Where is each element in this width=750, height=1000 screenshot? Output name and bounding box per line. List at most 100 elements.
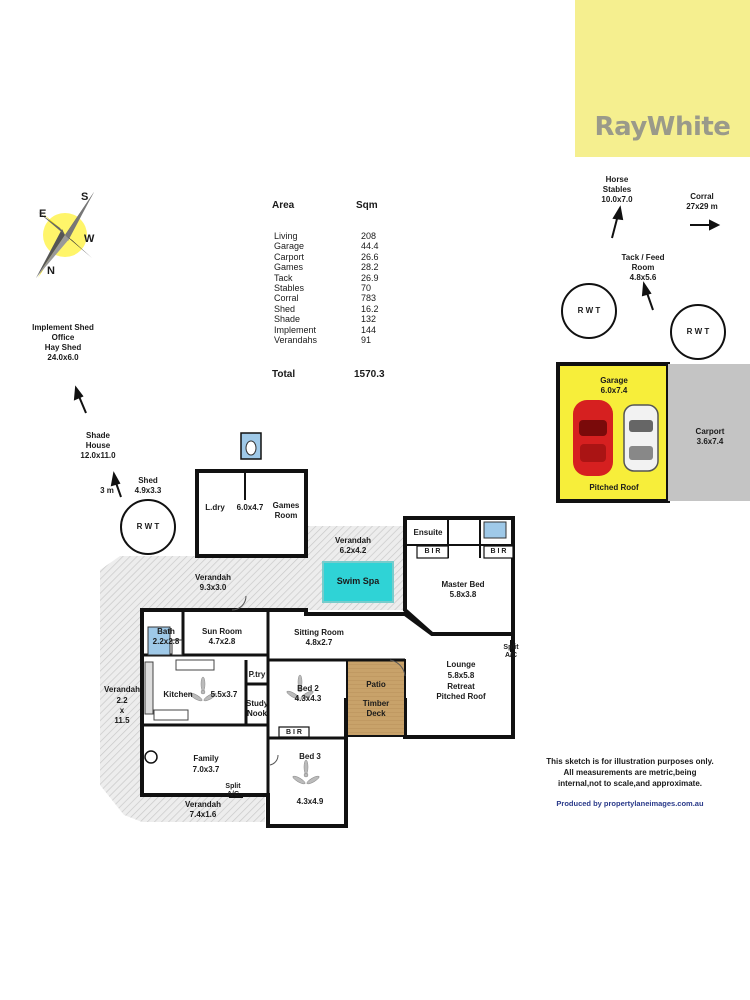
area-row-name: Stables bbox=[274, 283, 305, 293]
area-row-name: Living bbox=[274, 231, 298, 241]
total-label: Total bbox=[272, 369, 296, 380]
verandah-side-size: 2.2 x 11.5 bbox=[114, 696, 130, 725]
family-size: 7.0x3.7 bbox=[192, 765, 220, 774]
area-table-row: Shade 132 bbox=[268, 314, 408, 324]
tack-room-size: 4.8x5.6 bbox=[629, 273, 657, 282]
area-row-name: Garage bbox=[274, 241, 305, 252]
area-row-name: Corral bbox=[274, 293, 299, 304]
shade-house-size: 12.0x11.0 bbox=[80, 451, 116, 460]
area-row-value: 783 bbox=[361, 293, 377, 304]
raywhite-logo: RayWhite bbox=[594, 112, 731, 142]
credit-text: Produced by propertylaneimages.com.au bbox=[556, 799, 704, 808]
brand-block: RayWhite bbox=[575, 0, 750, 157]
swim-spa bbox=[322, 561, 394, 603]
area-table-row: Stables 70 bbox=[268, 283, 408, 293]
rwt-tank-1 bbox=[561, 283, 617, 339]
verandah-side-label: Verandah bbox=[103, 685, 140, 694]
compass-e: E bbox=[39, 208, 47, 220]
verandah-top-label: Verandah bbox=[334, 536, 371, 545]
corral-size: 27x29 m bbox=[686, 202, 718, 211]
bed3-label: Bed 3 bbox=[299, 752, 321, 761]
area-table-row: Tack 26.9 bbox=[268, 273, 408, 283]
timber-deck-label: Timber Deck bbox=[362, 699, 390, 718]
area-table-row: Games 28.2 bbox=[268, 262, 408, 272]
area-row-value: 144 bbox=[361, 324, 377, 335]
area-row-name: Shade bbox=[274, 314, 301, 325]
patio-label: Patio bbox=[366, 680, 386, 689]
area-header-label: Area bbox=[272, 200, 295, 211]
verandah-top-size: 6.2x4.2 bbox=[339, 546, 367, 555]
bed2-size: 4.3x4.3 bbox=[294, 694, 322, 703]
split-ac-label-family: Split A/C bbox=[225, 783, 241, 798]
lounge-size: 5.8x5.8 bbox=[447, 671, 475, 680]
lounge-extra: Retreat Pitched Roof bbox=[436, 682, 486, 701]
garage-roof: Pitched Roof bbox=[589, 483, 639, 492]
area-row-value: 132 bbox=[361, 314, 377, 325]
area-row-value: 28.2 bbox=[361, 262, 379, 273]
area-row-value: 26.6 bbox=[361, 251, 379, 262]
direction-arrows bbox=[73, 205, 721, 498]
verandah-bottom-size: 7.4x1.6 bbox=[189, 810, 217, 819]
pantry-label: P.try bbox=[248, 670, 266, 679]
shed-label: Shed bbox=[138, 476, 158, 485]
area-row-value: 70 bbox=[361, 283, 372, 293]
carport bbox=[668, 364, 750, 501]
area-row-name: Tack bbox=[274, 272, 293, 283]
garage-size: 6.0x7.4 bbox=[600, 386, 628, 395]
area-row-value: 16.2 bbox=[361, 303, 379, 314]
kitchen-size: 5.5x3.7 bbox=[210, 690, 238, 699]
corral-label: Corral bbox=[690, 192, 714, 201]
total-value: 1570.3 bbox=[354, 369, 385, 380]
area-row-name: Shed bbox=[274, 303, 296, 314]
area-row-name: Implement bbox=[274, 324, 317, 335]
implement-shed-label: Implement Shed Office Hay Shed bbox=[32, 323, 94, 352]
area-row-value: 26.9 bbox=[361, 272, 379, 283]
study-nook-label: Study Nook bbox=[246, 699, 269, 718]
verandah-main-size: 9.3x3.0 bbox=[199, 583, 227, 592]
tack-room-label: Tack / Feed Room bbox=[621, 253, 665, 272]
horse-stables-size: 10.0x7.0 bbox=[601, 195, 633, 204]
bir-label-master: B I R bbox=[424, 548, 441, 555]
red-car-icon bbox=[573, 400, 613, 476]
laundry-size: 6.0x4.7 bbox=[236, 503, 264, 512]
sqm-header-label: Sqm bbox=[356, 200, 378, 211]
shed-size: 4.9x3.3 bbox=[134, 486, 162, 495]
area-row-value: 91 bbox=[361, 335, 372, 345]
games-room-label: Games Room bbox=[272, 501, 300, 520]
compass-rose bbox=[36, 192, 94, 278]
verandah-main-label: Verandah bbox=[194, 573, 231, 582]
area-table-row: Living 208 bbox=[268, 231, 408, 241]
area-row-name: Verandahs bbox=[274, 335, 318, 345]
rwt-tank-2 bbox=[670, 304, 726, 360]
rwt-label-3: R W T bbox=[136, 522, 160, 531]
shed-distance: 3 m bbox=[100, 486, 114, 495]
bed2-label: Bed 2 bbox=[297, 684, 319, 693]
white-car-icon bbox=[623, 404, 659, 472]
bath-label: Bath bbox=[157, 627, 175, 636]
area-row-name: Games bbox=[274, 262, 304, 273]
area-table-row: Verandahs 91 bbox=[268, 335, 408, 345]
area-table-row: Shed 16.2 bbox=[268, 304, 408, 314]
compass-w: W bbox=[84, 233, 95, 245]
disclaimer-text: This sketch is for illustration purposes… bbox=[546, 757, 714, 788]
rwt-label-1: R W T bbox=[577, 306, 601, 315]
family-label: Family bbox=[193, 754, 219, 763]
rwt-tank-3 bbox=[120, 499, 176, 555]
area-total-row: Total 1570.3 bbox=[268, 369, 408, 380]
sun-room-label: Sun Room bbox=[202, 627, 242, 636]
kitchen-label: Kitchen bbox=[163, 690, 193, 699]
bir-label-bed2: B I R bbox=[286, 729, 302, 736]
swim-spa-label: Swim Spa bbox=[336, 576, 380, 586]
compass-n: N bbox=[47, 265, 55, 277]
implement-shed-size: 24.0x6.0 bbox=[47, 353, 79, 362]
area-row-value: 208 bbox=[361, 231, 377, 241]
garage-label: Garage bbox=[600, 376, 628, 385]
area-table-row: Corral 783 bbox=[268, 293, 408, 303]
sitting-room-size: 4.8x2.7 bbox=[305, 638, 333, 647]
compass-s: S bbox=[81, 191, 89, 203]
timber-deck bbox=[346, 659, 406, 737]
sun-room-size: 4.7x2.8 bbox=[208, 637, 236, 646]
